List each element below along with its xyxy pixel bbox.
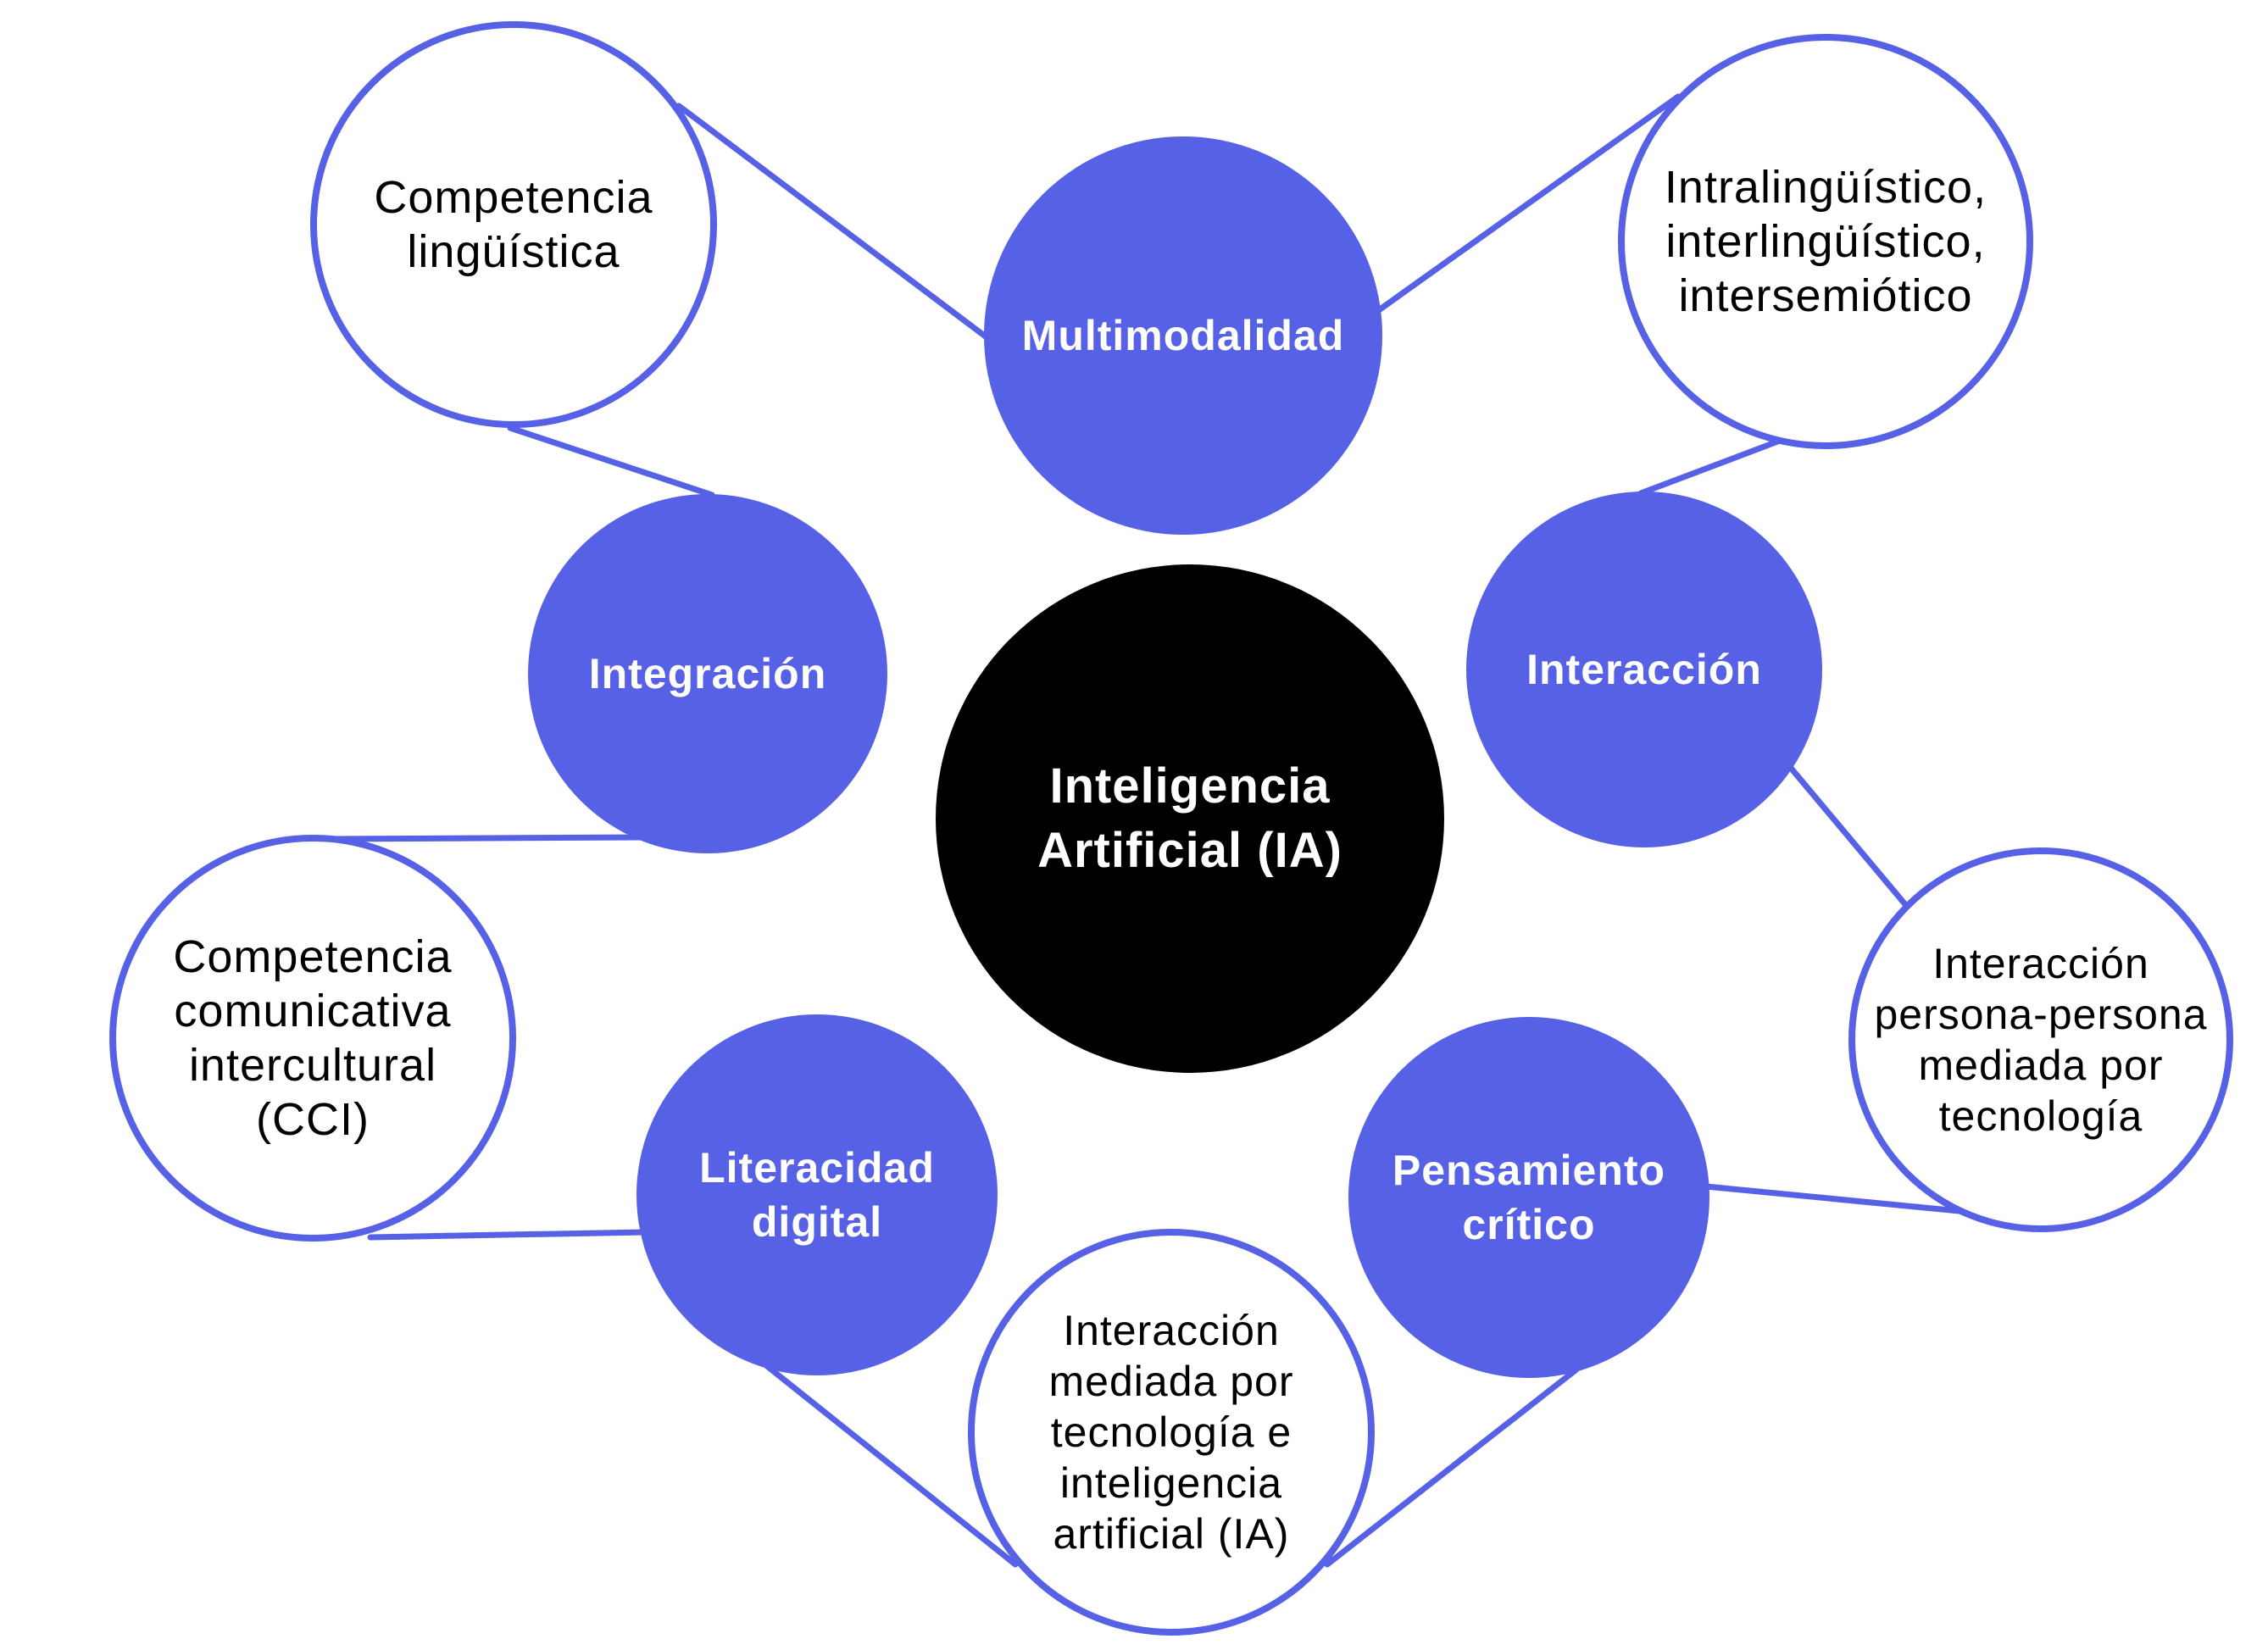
detail-node-competencia-comunicativa: Competencia comunicativa intercultural (…: [109, 835, 516, 1242]
detail-node-interaccion-mediada: Interacción mediada por tecnología e int…: [968, 1229, 1375, 1636]
node-label-line: Literacidad: [699, 1144, 935, 1192]
detail-node-intralinguistico: Intralingüístico, interlingüístico, inte…: [1618, 34, 2033, 449]
connector-line: [507, 425, 715, 498]
node-label-line: Competencia: [173, 931, 453, 982]
connector-line: [1787, 764, 1908, 907]
node-label-line: Inteligencia: [1049, 758, 1331, 814]
connector-line: [1637, 437, 1783, 497]
node-label-line: tecnología e: [1050, 1408, 1292, 1456]
concept-node-pensamiento-critico: Pensamiento crítico: [1348, 1017, 1709, 1378]
node-label-line: crítico: [1462, 1201, 1596, 1248]
node-label-line: persona-persona: [1874, 991, 2208, 1038]
concept-node-integracion: Integración: [528, 494, 887, 853]
node-label-line: artificial (IA): [1053, 1510, 1290, 1558]
node-label-line: Competencia: [374, 172, 653, 223]
detail-node-competencia-linguistica: Competencia lingüística: [310, 21, 717, 428]
node-label-line: Pensamiento: [1392, 1147, 1666, 1194]
node-label-line: Interacción: [1932, 940, 2149, 987]
connector-line: [327, 834, 648, 842]
connector-line: [1703, 1183, 1971, 1215]
node-label-line: intercultural: [188, 1040, 437, 1091]
node-label-line: intersemiótico: [1678, 270, 1973, 321]
node-label-line: Integración: [588, 650, 827, 697]
node-label-line: (CCI): [256, 1094, 370, 1145]
node-label-line: mediada por: [1048, 1358, 1294, 1405]
node-label-line: lingüística: [407, 226, 620, 277]
node-label-line: digital: [751, 1198, 883, 1246]
node-label-line: Intralingüístico,: [1664, 162, 1987, 213]
center-node-inteligencia-artificial: Inteligencia Artificial (IA): [936, 564, 1444, 1073]
connector-line: [675, 103, 1003, 351]
connector-line: [367, 1229, 648, 1241]
connector-line: [1373, 93, 1682, 315]
node-label-line: interlingüístico,: [1665, 216, 1986, 267]
connector-line: [1324, 1366, 1580, 1568]
node-label-line: Multimodalidad: [1021, 312, 1345, 359]
connector-line: [764, 1363, 1019, 1568]
concept-node-interaccion: Interacción: [1466, 492, 1822, 847]
node-label-line: Interacción: [1063, 1307, 1280, 1354]
node-label-line: comunicativa: [174, 986, 452, 1036]
node-label-line: mediada por: [1918, 1042, 2164, 1089]
node-label-line: Artificial (IA): [1037, 823, 1342, 878]
node-label-line: Interacción: [1526, 646, 1762, 693]
concept-node-literacidad-digital: Literacidad digital: [636, 1014, 998, 1375]
node-label-line: inteligencia: [1059, 1459, 1283, 1507]
concept-node-multimodalidad: Multimodalidad: [984, 136, 1382, 535]
detail-node-interaccion-persona: Interacción persona-persona mediada por …: [1848, 847, 2233, 1232]
node-label-line: tecnología: [1938, 1092, 2143, 1140]
